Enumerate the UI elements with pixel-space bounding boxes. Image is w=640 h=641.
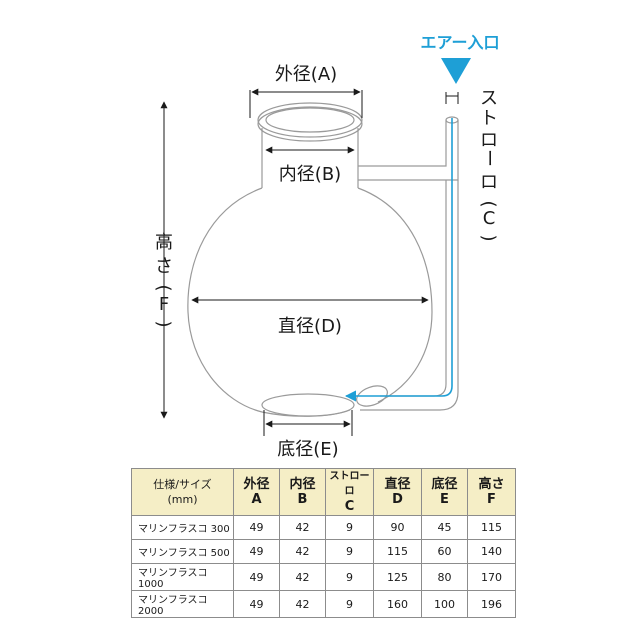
label-outer-diameter: 外径(A) (275, 64, 337, 85)
flask-rim-outer (257, 102, 363, 138)
header-col-name: 外径 (243, 477, 270, 492)
cell-outer: 49 (233, 590, 280, 618)
side-tube-bottom (358, 120, 459, 181)
cell-bottom: 80 (421, 563, 468, 591)
cell-outer: 49 (233, 563, 280, 591)
dimension-lines (160, 88, 459, 436)
cell-bottom: 45 (421, 515, 468, 540)
label-straw-vertical: ス ト ロ ー ロ ( C ) (478, 88, 499, 242)
header-col-key: A (251, 492, 262, 507)
height-char: ( (153, 284, 174, 291)
straw-inner (380, 180, 447, 397)
cell-straw: 9 (325, 539, 374, 564)
cell-diameter: 90 (373, 515, 422, 540)
label-air-inlet: エアー入口 (420, 33, 499, 52)
air-inlet-triangle-icon (441, 58, 471, 84)
cell-straw: 9 (325, 563, 374, 591)
row-name: マリンフラスコ 2000 (131, 590, 234, 618)
header-col-key: E (440, 492, 449, 507)
header-spec-line2: (mm) (167, 493, 198, 506)
cell-outer: 49 (233, 539, 280, 564)
air-flow (344, 58, 471, 402)
cell-diameter: 125 (373, 563, 422, 591)
row-name: マリンフラスコ 500 (131, 539, 234, 564)
cell-straw: 9 (325, 590, 374, 618)
air-flow-path (344, 118, 453, 402)
flask-rim-lip (257, 106, 363, 142)
height-char: ) (153, 320, 174, 327)
straw-char: ー (478, 149, 499, 167)
straw-outlet (356, 385, 388, 407)
table-row: マリンフラスコ 500 49 42 9 115 60 140 (131, 539, 516, 564)
cell-bottom: 60 (421, 539, 468, 564)
row-name: マリンフラスコ 1000 (131, 563, 234, 591)
cell-inner: 42 (279, 515, 326, 540)
table-row: マリンフラスコ 1000 49 42 9 125 80 170 (131, 563, 516, 591)
header-col-name: 直径 (384, 477, 411, 492)
height-char: F (159, 294, 169, 315)
header-col-name: 高さ (478, 477, 505, 492)
cell-inner: 42 (279, 539, 326, 564)
label-bottom-diameter: 底径(E) (277, 439, 338, 460)
row-name: マリンフラスコ 300 (131, 515, 234, 540)
cell-diameter: 160 (373, 590, 422, 618)
cell-inner: 42 (279, 563, 326, 591)
flask-bulb (187, 187, 433, 413)
straw-char: ( (478, 200, 499, 207)
straw-char: ロ (480, 172, 498, 193)
cell-height: 170 (467, 563, 516, 591)
cell-height: 140 (467, 539, 516, 564)
header-col-key: D (392, 492, 403, 507)
header-col-name: 底径 (431, 477, 458, 492)
cell-bottom: 100 (421, 590, 468, 618)
cell-height: 196 (467, 590, 516, 618)
straw-char: ス (480, 88, 498, 109)
cell-straw: 9 (325, 515, 374, 540)
height-char: 高 (155, 232, 173, 253)
label-height-vertical: 高 さ ( F ) (153, 232, 174, 328)
height-char: さ (155, 256, 173, 277)
label-inner-diameter: 内径(B) (279, 164, 341, 185)
straw-char: C (483, 208, 496, 229)
header-col-key: C (344, 499, 355, 514)
header-col-key: B (297, 492, 308, 507)
straw-char: ト (480, 108, 498, 129)
cell-inner: 42 (279, 590, 326, 618)
cell-height: 115 (467, 515, 516, 540)
straw-outer (360, 180, 459, 411)
header-spec-line1: 仕様/サイズ (153, 478, 212, 491)
table-row: マリンフラスコ 300 49 42 9 90 45 115 (131, 515, 516, 540)
label-diameter: 直径(D) (278, 316, 342, 337)
straw-char: ) (478, 234, 499, 241)
side-tube-top (358, 120, 447, 167)
cell-outer: 49 (233, 515, 280, 540)
flask-base (261, 393, 355, 417)
header-col-name: 内径 (289, 477, 316, 492)
header-spec-size: 仕様/サイズ (mm) (131, 468, 234, 516)
header-col: ストローロ C (325, 468, 374, 516)
straw-char: ロ (480, 130, 498, 151)
flask-glass (187, 102, 459, 417)
table-row: マリンフラスコ 2000 49 42 9 160 100 196 (131, 590, 516, 618)
cell-diameter: 115 (373, 539, 422, 564)
flask-rim-inner (265, 107, 355, 133)
header-col-key: F (487, 492, 496, 507)
flask-diagram: 外径(A) 内径(B) 直径(D) 底径(E) エアー入口 ス ト ロ ー ロ … (153, 33, 500, 460)
header-col-name: ストローロ (329, 471, 370, 497)
